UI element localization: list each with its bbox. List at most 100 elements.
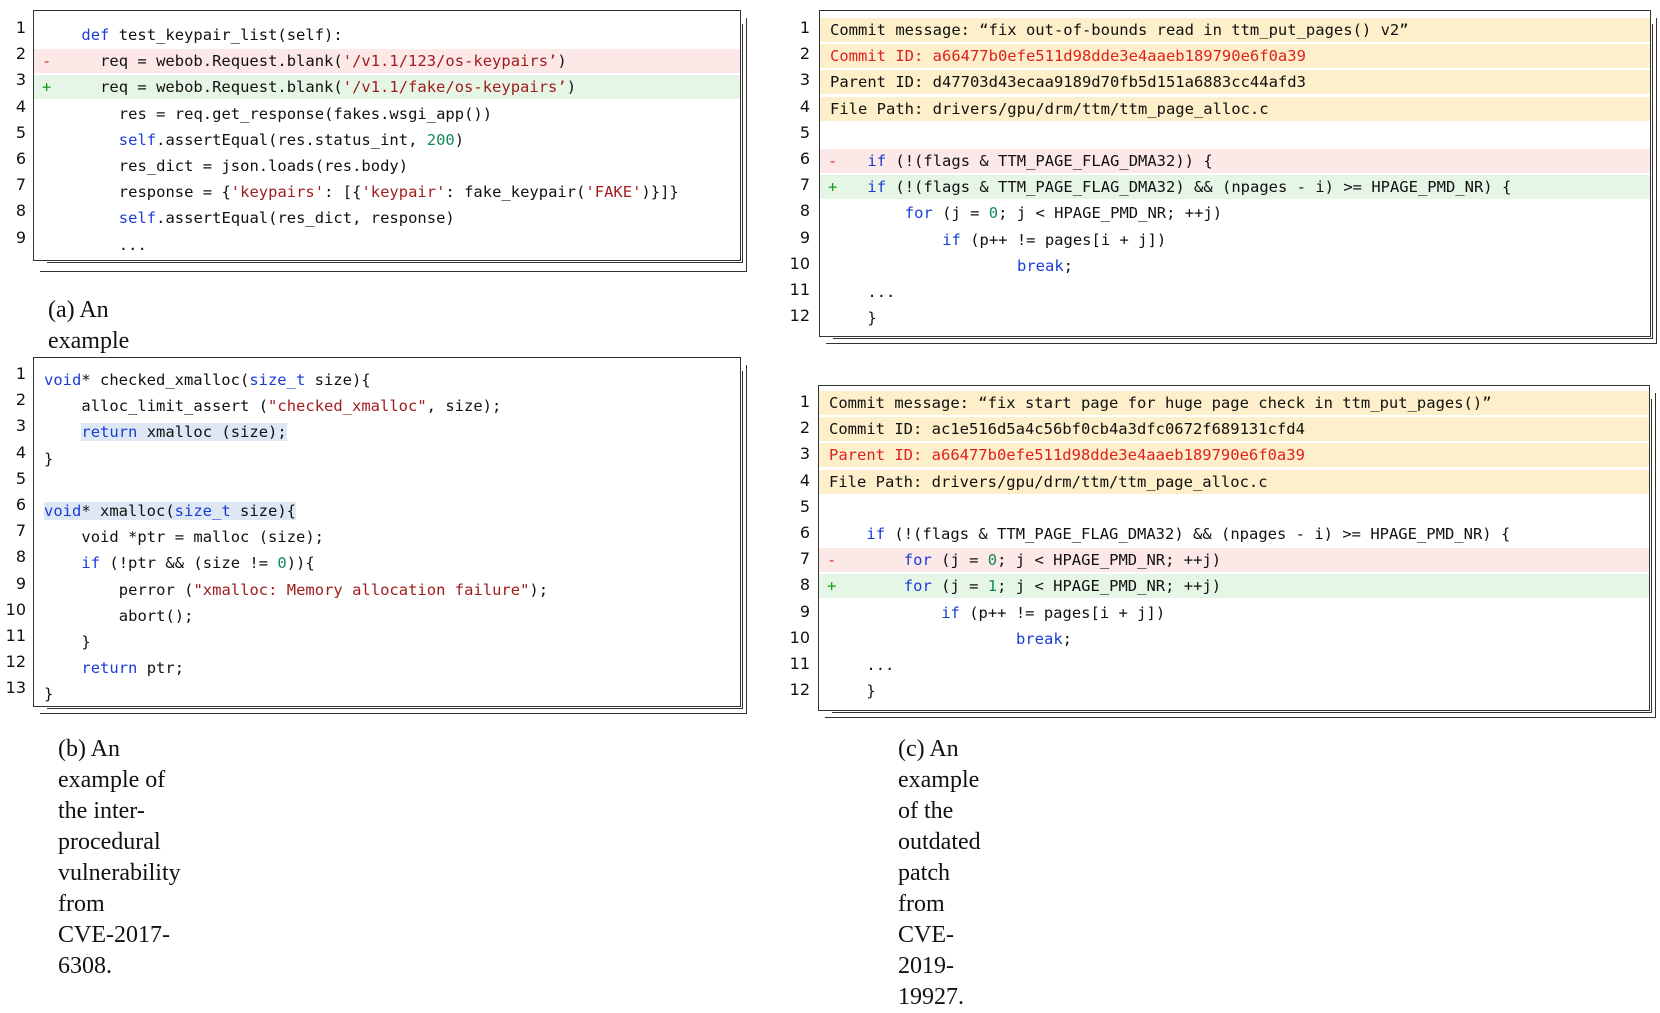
code-line: Commit ID: a66477b0efe511d98dde3e4aaeb18… xyxy=(820,44,1650,69)
code-text: self.assertEqual(res.status_int, 200) xyxy=(119,128,464,152)
line-number: 11 xyxy=(789,280,810,299)
line-number: 5 xyxy=(15,468,26,488)
code-token: } xyxy=(866,682,876,701)
code-token: (!(flags & TTM_PAGE_FLAG_DMA32) && (npag… xyxy=(886,178,1512,197)
code-text: req = webob.Request.blank('/v1.1/fake/os… xyxy=(100,75,576,99)
code-line: } xyxy=(34,630,740,654)
panel-b-caption: (b) An example of the inter-procedural v… xyxy=(58,734,181,982)
code-line: if (p++ != pages[i + j]) xyxy=(819,601,1649,625)
line-number: 7 xyxy=(15,521,26,541)
line-number: 7 xyxy=(799,175,810,195)
code-line: -req = webob.Request.blank('/v1.1/123/os… xyxy=(34,49,740,74)
code-line xyxy=(820,123,1650,147)
code-token: void *ptr = malloc (size); xyxy=(81,528,325,547)
code-text: Commit message: “fix start page for huge… xyxy=(829,391,1492,415)
code-text: if (!ptr && (size != 0)){ xyxy=(81,551,314,575)
code-text: response = {'keypairs': [{'keypair': fak… xyxy=(119,180,679,204)
code-token: 0 xyxy=(988,204,999,223)
code-text: File Path: drivers/gpu/drm/ttm/ttm_page_… xyxy=(830,97,1269,121)
code-text: } xyxy=(867,306,876,330)
code-line: return ptr; xyxy=(34,656,740,680)
code-line: Parent ID: a66477b0efe511d98dde3e4aaeb18… xyxy=(819,443,1649,468)
code-token: xmalloc (size); xyxy=(137,423,287,442)
code-text: ... xyxy=(866,653,894,677)
code-token: : [{ xyxy=(324,183,362,202)
code-token: Parent ID: a66477b0efe511d98dde3e4aaeb18… xyxy=(829,446,1305,465)
line-number: 6 xyxy=(799,523,810,542)
code-line: ... xyxy=(34,233,740,257)
code-token: break xyxy=(1017,256,1064,275)
code-token: )){ xyxy=(286,554,315,573)
code-token: size){ xyxy=(305,371,371,389)
code-token: } xyxy=(44,685,54,704)
line-number: 4 xyxy=(799,470,810,490)
code-token: 200 xyxy=(426,130,455,149)
code-text: if (p++ != pages[i + j]) xyxy=(941,601,1165,625)
code-token: break xyxy=(1016,629,1063,648)
code-line: self.assertEqual(res.status_int, 200) xyxy=(34,128,740,152)
code-token: ); xyxy=(529,580,549,599)
code-text: Parent ID: a66477b0efe511d98dde3e4aaeb18… xyxy=(829,443,1305,467)
code-line: break; xyxy=(820,254,1650,278)
code-token: ptr; xyxy=(137,659,185,678)
code-text: abort(); xyxy=(119,604,194,628)
code-token: Parent ID: d47703d43ecaa9189d70fb5d151a6… xyxy=(830,73,1306,92)
code-line: perror ("xmalloc: Memory allocation fail… xyxy=(34,578,740,602)
code-text: break; xyxy=(1017,254,1073,278)
line-number: 6 xyxy=(799,149,810,168)
code-token: (p++ != pages[i + j]) xyxy=(959,603,1166,622)
line-number: 12 xyxy=(789,306,810,326)
line-number: 3 xyxy=(15,416,26,436)
line-number: 9 xyxy=(799,227,810,247)
added-line-marker: + xyxy=(828,178,838,197)
code-text: def test_keypair_list(self): xyxy=(81,23,342,47)
line-number: 9 xyxy=(15,227,26,247)
code-text: Parent ID: d47703d43ecaa9189d70fb5d151a6… xyxy=(830,70,1306,94)
code-line: break; xyxy=(819,627,1649,651)
code-token: : fake_keypair( xyxy=(445,183,586,202)
code-token: (p++ != pages[i + j]) xyxy=(960,230,1167,249)
panel-b-shadow xyxy=(40,365,747,714)
code-token: (j = xyxy=(931,577,988,596)
code-token: if xyxy=(867,178,887,197)
code-token: abort(); xyxy=(118,606,194,625)
code-line: +for (j = 1; j < HPAGE_PMD_NR; ++j) xyxy=(819,574,1649,599)
code-token: 'keypair' xyxy=(361,183,446,202)
code-token: ) xyxy=(454,130,465,149)
code-token: for xyxy=(904,204,933,223)
code-token: void xyxy=(44,502,82,520)
code-token: size_t xyxy=(174,502,231,520)
panel-c1-code-box: Commit message: “fix out-of-bounds read … xyxy=(819,10,1651,337)
code-token: Commit ID: ac1e516d5a4c56bf0cb4a3dfc0672… xyxy=(829,420,1305,439)
code-text: return ptr; xyxy=(81,656,184,680)
code-text: if (!(flags & TTM_PAGE_FLAG_DMA32) && (n… xyxy=(866,522,1510,546)
line-number: 2 xyxy=(799,44,810,64)
line-number: 7 xyxy=(799,549,810,569)
line-number: 4 xyxy=(15,442,26,462)
code-token: ) xyxy=(557,52,567,71)
line-number: 5 xyxy=(15,122,26,142)
code-text: break; xyxy=(1016,627,1072,651)
line-number: 8 xyxy=(799,201,810,221)
line-number: 13 xyxy=(5,678,26,698)
panel-c2-caption: (c) An example of the outdated patch fro… xyxy=(898,736,981,1010)
panel-a-code-box: def test_keypair_list(self):-req = webob… xyxy=(33,10,741,261)
code-token: } xyxy=(867,309,877,328)
code-token: ; xyxy=(1063,256,1074,275)
code-line: if (!ptr && (size != 0)){ xyxy=(34,551,740,575)
panel-a-shadow xyxy=(40,18,747,272)
code-token: File Path: drivers/gpu/drm/ttm/ttm_page_… xyxy=(829,472,1268,491)
code-line: } xyxy=(34,447,740,471)
code-text: res_dict = json.loads(res.body) xyxy=(119,154,408,178)
line-number: 1 xyxy=(799,18,810,37)
code-token: for xyxy=(903,551,932,570)
code-token: * checked_xmalloc( xyxy=(81,371,250,389)
added-line-marker: + xyxy=(42,78,52,97)
code-token: (!(flags & TTM_PAGE_FLAG_DMA32) && (npag… xyxy=(885,525,1511,543)
code-token: ... xyxy=(118,235,147,254)
code-line: void* checked_xmalloc(size_t size){ xyxy=(34,368,740,392)
code-token: )}]} xyxy=(641,183,679,202)
line-number: 4 xyxy=(15,96,26,116)
code-text: Commit message: “fix out-of-bounds read … xyxy=(830,18,1409,42)
code-line: + if (!(flags & TTM_PAGE_FLAG_DMA32) && (… xyxy=(820,175,1650,200)
